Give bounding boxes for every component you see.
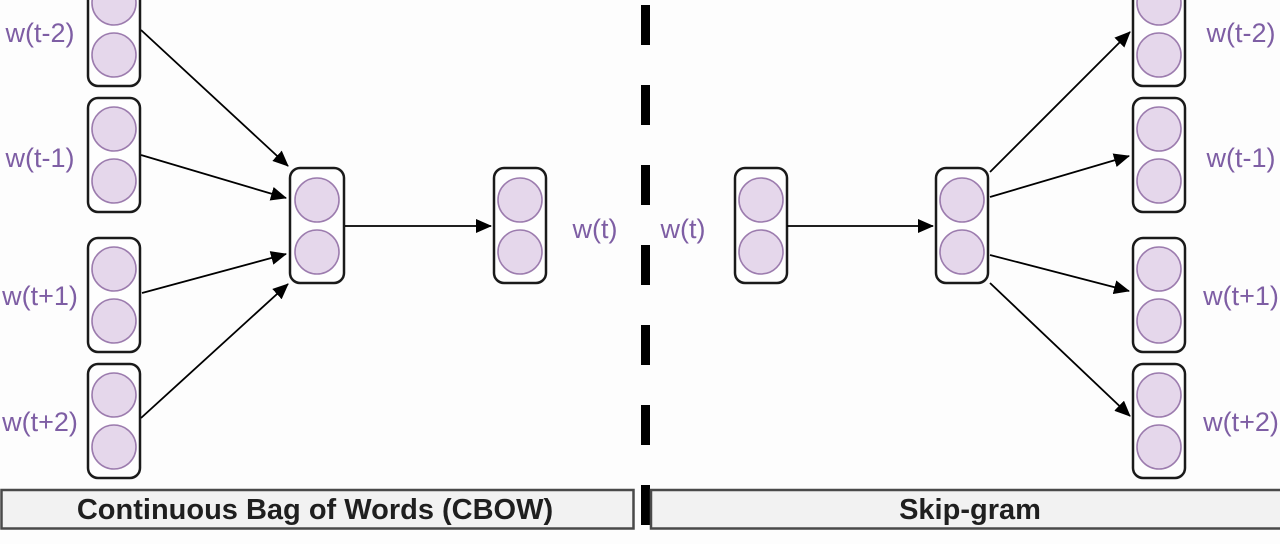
neuron-circle: [91, 0, 137, 26]
neuron-circle: [1136, 246, 1182, 292]
cbow-hidden-node: [288, 166, 346, 285]
cbow-input-node-t-minus-1: [86, 96, 142, 214]
skipgram-output-label-t-plus-1: w(t+1): [1202, 281, 1279, 311]
cbow-output-label: w(t): [572, 214, 618, 244]
skipgram-input-node: [733, 166, 789, 285]
neuron-circle: [497, 177, 543, 223]
neuron-circle: [1136, 32, 1182, 78]
cbow-input-label-t-minus-1: w(t-1): [5, 143, 75, 173]
skipgram-input-label: w(t): [660, 214, 706, 244]
neuron-circle: [1136, 372, 1182, 418]
cbow-arrow-input3-to-hidden: [141, 251, 287, 294]
neuron-circle: [497, 229, 543, 275]
cbow-output-node: [492, 166, 548, 285]
cbow-input-node-t-minus-2: [86, 0, 142, 88]
neuron-circle: [939, 177, 985, 223]
cbow-input-node-t-plus-1: [86, 236, 142, 354]
skipgram-arrow-hidden-to-output4: [989, 282, 1131, 417]
neuron-circle: [1136, 424, 1182, 470]
caption-box: [649, 488, 1280, 530]
cbow-input-node-t-plus-2: [86, 362, 142, 480]
skipgram-arrow-hidden-to-output3: [989, 254, 1130, 295]
skipgram-output-node-t-minus-1: [1131, 96, 1187, 214]
neuron-circle: [91, 298, 137, 344]
skipgram-output-node-t-plus-2: [1131, 362, 1187, 480]
neuron-circle: [91, 106, 137, 152]
skipgram-caption-panel: Skip-gram: [649, 488, 1280, 530]
neuron-circle: [91, 372, 137, 418]
neuron-circle: [738, 177, 784, 223]
cbow-caption-panel: Continuous Bag of Words (CBOW): [0, 488, 635, 530]
cbow-arrow-input2-to-hidden: [140, 154, 287, 201]
skipgram-arrow-hidden-to-output2: [989, 153, 1130, 198]
neuron-circle: [939, 229, 985, 275]
neuron-circle: [1136, 158, 1182, 204]
neuron-circle: [738, 229, 784, 275]
neuron-circle: [294, 177, 340, 223]
cbow-arrow-input1-to-hidden: [140, 29, 289, 167]
skipgram-output-node-t-minus-2: [1131, 0, 1187, 88]
cbow-input-label-t-minus-2: w(t-2): [5, 18, 75, 48]
skipgram-arrow-hidden-to-output1: [989, 31, 1131, 173]
neuron-circle: [294, 229, 340, 275]
neuron-circle: [91, 158, 137, 204]
neuron-circle: [1136, 298, 1182, 344]
caption-box: [0, 488, 635, 530]
neuron-circle: [91, 32, 137, 78]
skipgram-caption-title: Skip-gram: [899, 494, 1041, 526]
skipgram-output-node-t-plus-1: [1131, 236, 1187, 354]
neuron-circle: [1136, 106, 1182, 152]
skipgram-hidden-node: [934, 166, 990, 285]
cbow-input-label-t-plus-1: w(t+1): [1, 281, 78, 311]
skipgram-output-label-t-minus-2: w(t-2): [1206, 18, 1276, 48]
neuron-circle: [91, 424, 137, 470]
cbow-arrow-input4-to-hidden: [140, 283, 289, 419]
skipgram-output-label-t-plus-2: w(t+2): [1202, 407, 1279, 437]
cbow-caption-title: Continuous Bag of Words (CBOW): [77, 494, 553, 526]
neuron-circle: [1136, 0, 1182, 26]
cbow-input-label-t-plus-2: w(t+2): [1, 407, 78, 437]
skipgram-output-label-t-minus-1: w(t-1): [1206, 143, 1276, 173]
neuron-circle: [91, 246, 137, 292]
